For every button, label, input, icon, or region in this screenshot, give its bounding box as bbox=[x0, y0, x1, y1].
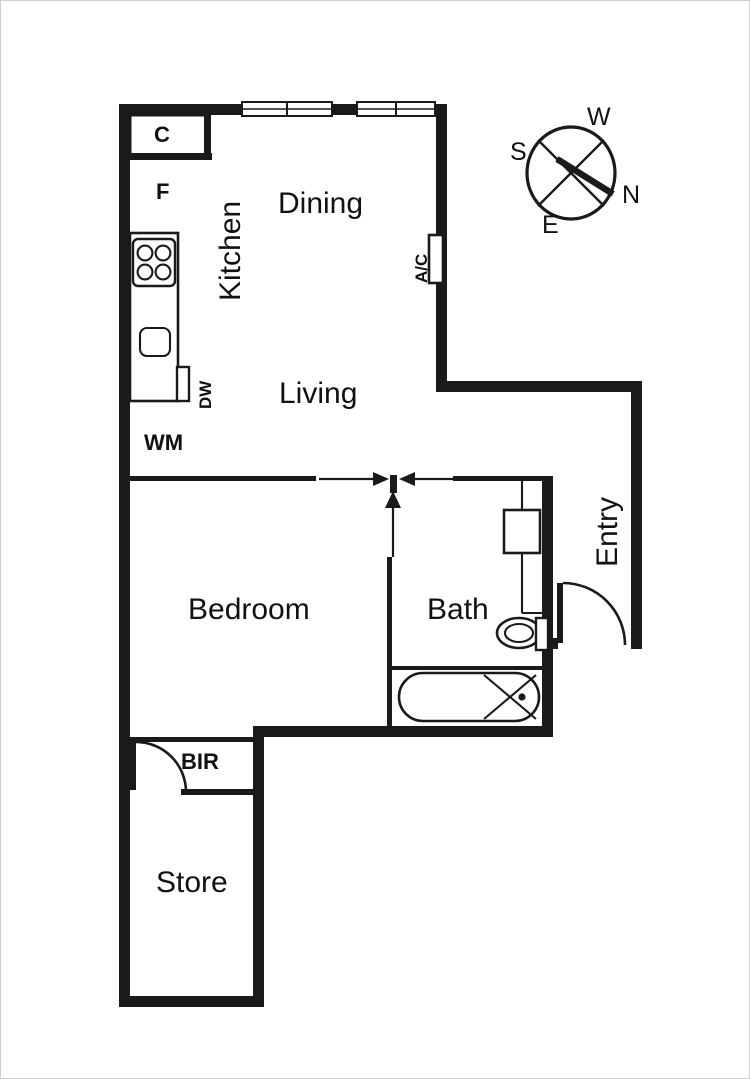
cooktop-icon bbox=[131, 237, 177, 288]
entry-door bbox=[557, 581, 627, 646]
fixture-label-washing-machine: WM bbox=[144, 430, 184, 455]
room-label-store: Store bbox=[156, 866, 228, 899]
compass-rose bbox=[525, 125, 617, 221]
dishwasher-box bbox=[175, 365, 191, 403]
room-label-bedroom: Bedroom bbox=[188, 593, 310, 626]
bath-fixtures bbox=[397, 480, 550, 723]
window-icon-group bbox=[241, 101, 436, 117]
bir-door bbox=[130, 740, 188, 793]
shower-icon bbox=[502, 480, 544, 615]
fixture-label-cupboard: C bbox=[154, 122, 170, 147]
room-label-kitchen: Kitchen bbox=[214, 200, 247, 301]
compass-label-north: N bbox=[622, 181, 641, 209]
room-label-bath: Bath bbox=[427, 593, 489, 626]
compass-label-west: W bbox=[587, 103, 611, 131]
fixture-label-dishwasher: DW bbox=[196, 380, 215, 409]
door-swing-icon-group bbox=[130, 581, 627, 793]
toilet-icon bbox=[495, 616, 550, 652]
fixture-label-air-con: A/C bbox=[412, 253, 431, 283]
fixture-label-bir: BIR bbox=[181, 749, 219, 774]
compass-label-south: S bbox=[510, 138, 527, 166]
cupboard-box bbox=[127, 113, 212, 160]
window-icon bbox=[241, 101, 333, 117]
room-label-dining: Dining bbox=[278, 187, 364, 220]
air-conditioner-unit bbox=[427, 233, 445, 285]
window-icon bbox=[356, 101, 436, 117]
sink-icon bbox=[138, 326, 172, 358]
room-label-living: Living bbox=[279, 377, 358, 410]
room-label-entry: Entry bbox=[591, 496, 624, 567]
compass-label-east: E bbox=[542, 211, 559, 239]
interior-walls bbox=[130, 476, 544, 795]
kitchen-fixtures bbox=[127, 113, 212, 403]
bathtub-icon bbox=[397, 671, 541, 723]
fixture-label-fridge: F bbox=[156, 179, 170, 204]
opening-arrow-icon-group bbox=[319, 472, 469, 557]
